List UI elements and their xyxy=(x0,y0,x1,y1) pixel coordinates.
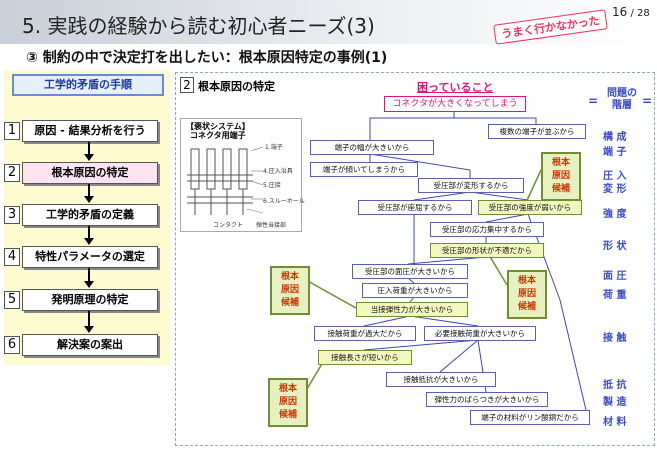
step-arrowhead xyxy=(84,154,94,161)
step-number: 6 xyxy=(4,336,20,354)
step-number: 3 xyxy=(4,206,20,224)
figure-caption-subtitle: コネクタ用端子 xyxy=(190,131,246,140)
step-arrow-line xyxy=(88,184,90,196)
cause-node: 端子が傾いてしまうから xyxy=(310,162,418,177)
step-box: 工学的矛盾の定義 xyxy=(22,204,158,226)
step-number: 2 xyxy=(4,164,20,182)
cause-node: 圧入荷重が大きいから xyxy=(362,283,468,298)
cause-node: 必要接触荷重が大きいから xyxy=(424,326,536,341)
figure-label: コンタクト xyxy=(213,222,244,229)
levels-heading: 問題の階層 xyxy=(607,88,637,111)
figure-label: 6.スルーホール xyxy=(263,198,305,205)
figure-label: 5.圧接 xyxy=(263,182,281,189)
root-cause-candidate-callout: 根本 原因 候補 xyxy=(541,152,581,201)
cause-node: 当接弾性力が大きいから xyxy=(356,302,468,317)
page-number: 16 / 28 xyxy=(612,5,650,19)
page-current: 16 xyxy=(612,5,628,19)
cause-link xyxy=(413,191,471,201)
panel-number: 2 xyxy=(180,77,194,93)
cause-link xyxy=(527,213,587,411)
root-cause-candidate-callout: 根本 原因 候補 xyxy=(270,266,310,315)
problem-heading: 困っていること xyxy=(417,81,494,94)
step-number: 5 xyxy=(4,291,20,309)
problem-level-label: 荷 重 xyxy=(603,290,627,301)
problem-level-label: 接 触 xyxy=(603,333,627,344)
figure-caption-title: 【褒状システム】 xyxy=(186,122,250,131)
step-arrow-line xyxy=(88,142,90,154)
cause-link xyxy=(453,111,537,124)
problem-level-label: 製 造 xyxy=(603,397,627,408)
cause-node: 受圧部の応力集中するから xyxy=(430,222,544,237)
step-box: 発明原理の特定 xyxy=(22,289,158,311)
cause-link xyxy=(469,191,529,201)
figure-label: 1.端子 xyxy=(265,144,283,151)
cause-node: 接触抵抗が大きいから xyxy=(386,372,496,387)
step-box: 根本原因の特定 xyxy=(22,162,158,184)
equals-mark: = xyxy=(588,94,599,108)
step-number: 4 xyxy=(4,248,20,266)
step-box: 原因 - 結果分析を行う xyxy=(22,120,158,142)
equals-mark: = xyxy=(642,94,653,108)
step-arrowhead xyxy=(84,326,94,333)
step-arrow-line xyxy=(88,268,90,281)
cause-node: 受圧部の形状が不適だから xyxy=(430,243,544,258)
cause-link xyxy=(439,339,479,373)
root-cause-candidate-callout: 根本 原因 候補 xyxy=(268,378,308,427)
procedure-heading: 工学的矛盾の手順 xyxy=(12,74,164,96)
cause-node: 受圧部が座屈するから xyxy=(358,200,472,215)
panel-title: 根本原因の特定 xyxy=(198,80,275,93)
terminal-drawing xyxy=(187,146,264,215)
cause-node: 受圧部が変形するから xyxy=(418,178,524,193)
cause-link xyxy=(369,111,455,140)
cause-node: 端子の幅が大きいから xyxy=(310,140,434,155)
cause-link xyxy=(369,153,471,178)
cause-link xyxy=(363,315,411,327)
callout-pointer xyxy=(305,279,357,309)
cause-link xyxy=(409,315,479,327)
cause-node: 接触長さが短いから xyxy=(318,350,412,365)
step-arrow-line xyxy=(88,311,90,326)
cause-node: 接触荷重が過大だから xyxy=(314,326,416,341)
problem-level-label: 面 圧 xyxy=(603,271,627,282)
step-number: 1 xyxy=(4,122,20,140)
terminal-figure xyxy=(180,118,302,232)
cause-node: 弾性力のばらつきが大きいから xyxy=(426,392,548,407)
problem-level-label: 構 成 xyxy=(603,132,627,143)
cause-node: 複数の端子が並ぶから xyxy=(488,124,586,139)
problem-level-label: 形 状 xyxy=(603,241,627,252)
page-total: / 28 xyxy=(630,8,650,19)
step-arrowhead xyxy=(84,281,94,288)
top-problem-node: コネクタが大きくなってしまう xyxy=(384,96,526,112)
problem-level-label: 端 子 xyxy=(603,147,627,158)
step-arrowhead xyxy=(84,238,94,245)
cause-node: 受圧部の強度が弱いから xyxy=(478,200,582,215)
cause-link xyxy=(485,213,529,223)
root-cause-candidate-callout: 根本 原因 候補 xyxy=(507,270,547,319)
cause-link xyxy=(363,339,479,351)
step-arrowhead xyxy=(84,196,94,203)
problem-level-label: 圧 入 xyxy=(603,171,627,182)
step-box: 解決案の案出 xyxy=(22,334,158,356)
cause-node: 端子の材料がリン酸銅だから xyxy=(470,410,590,425)
figure-label: 弾性当接部 xyxy=(256,222,287,229)
figure-label: 4.圧入治具 xyxy=(263,168,293,175)
problem-level-label: 材 料 xyxy=(603,417,627,428)
cause-node: 受圧部の面圧が大きいから xyxy=(352,264,468,279)
problem-level-label: 強 度 xyxy=(603,209,627,220)
step-arrow-line xyxy=(88,226,90,238)
slide-subtitle: ③ 制約の中で決定打を出したい：根本原因特定の事例(1) xyxy=(26,50,388,66)
step-box: 特性パラメータの選定 xyxy=(22,246,158,268)
problem-level-label: 抵 抗 xyxy=(603,380,627,391)
page-title: 5. 実践の経験から読む初心者ニーズ(3) xyxy=(22,14,375,38)
problem-level-label: 変 形 xyxy=(603,184,627,195)
cause-link xyxy=(407,256,487,265)
